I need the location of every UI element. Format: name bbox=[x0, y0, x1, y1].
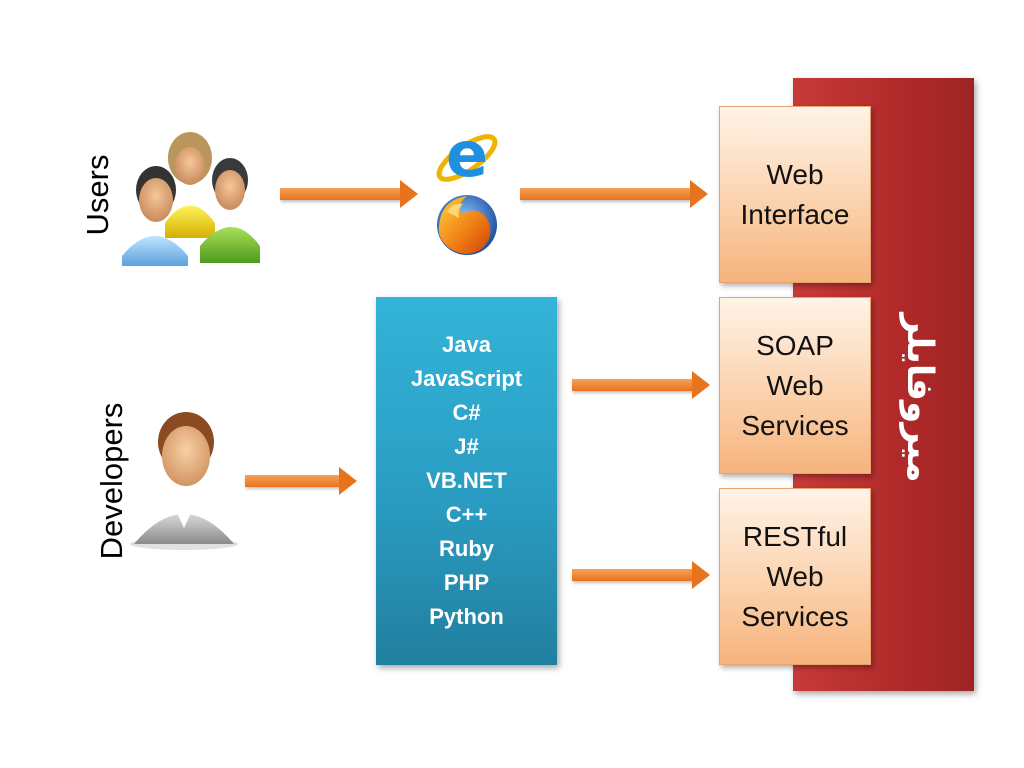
service-line: SOAP bbox=[756, 329, 834, 361]
service-line: Interface bbox=[740, 198, 850, 230]
arrow-users-to-browsers bbox=[280, 180, 418, 208]
language-item: Ruby bbox=[439, 536, 494, 561]
svg-text:e: e bbox=[446, 124, 488, 191]
developer-icon bbox=[128, 408, 240, 550]
arrow-developers-to-languages bbox=[245, 467, 357, 495]
service-line: Services bbox=[741, 600, 849, 632]
restful-web-services-box: RESTful Web Services bbox=[719, 488, 871, 665]
platform-label: میروفایلر bbox=[899, 313, 940, 483]
firefox-icon bbox=[433, 192, 501, 258]
language-item: PHP bbox=[443, 570, 490, 595]
web-interface-box: Web Interface bbox=[719, 106, 871, 283]
language-item: C# bbox=[452, 400, 481, 425]
service-line: Web bbox=[766, 560, 824, 592]
service-line: Web bbox=[766, 158, 824, 190]
language-item: J# bbox=[454, 434, 479, 459]
internet-explorer-icon: e bbox=[433, 118, 501, 192]
user-group-icon bbox=[120, 128, 265, 266]
soap-web-services-box: SOAP Web Services bbox=[719, 297, 871, 474]
language-item: Python bbox=[429, 604, 504, 629]
developers-label: Developers bbox=[94, 402, 129, 560]
arrow-languages-to-soap bbox=[572, 371, 710, 399]
arrow-languages-to-rest bbox=[572, 561, 710, 589]
language-item: C++ bbox=[445, 502, 488, 527]
users-label: Users bbox=[80, 154, 115, 236]
language-item: JavaScript bbox=[410, 366, 523, 391]
languages-box: Java JavaScript C# J# VB.NET C++ Ruby PH… bbox=[376, 297, 557, 665]
service-line: RESTful bbox=[742, 520, 848, 552]
service-line: Services bbox=[741, 409, 849, 441]
language-item: Java bbox=[442, 332, 491, 357]
service-line: Web bbox=[766, 369, 824, 401]
language-item: VB.NET bbox=[426, 468, 507, 493]
arrow-browsers-to-web-interface bbox=[520, 180, 708, 208]
